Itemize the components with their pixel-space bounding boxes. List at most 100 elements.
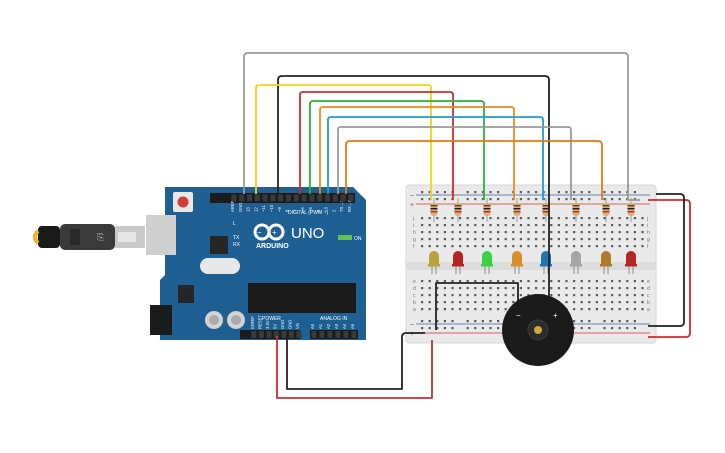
bb-hole[interactable]	[580, 245, 583, 248]
bb-hole[interactable]	[504, 294, 507, 297]
bb-hole[interactable]	[436, 287, 439, 290]
bb-hole[interactable]	[466, 245, 469, 248]
bb-hole[interactable]	[489, 224, 492, 227]
bb-hole[interactable]	[489, 231, 492, 234]
digital-pin-socket-8[interactable]	[293, 194, 299, 202]
bb-hole[interactable]	[611, 280, 614, 283]
bb-hole[interactable]	[595, 238, 598, 241]
digital-pin-socket-9[interactable]	[301, 194, 307, 202]
rail-hole[interactable]	[436, 198, 439, 201]
bb-hole[interactable]	[535, 245, 538, 248]
bb-hole[interactable]	[527, 287, 530, 290]
analog-pin-socket-4[interactable]	[343, 331, 349, 338]
bb-hole[interactable]	[588, 224, 591, 227]
bb-hole[interactable]	[497, 301, 500, 304]
rail-hole[interactable]	[611, 320, 614, 323]
rail-hole[interactable]	[573, 198, 576, 201]
bb-hole[interactable]	[633, 308, 636, 311]
analog-pin-socket-3[interactable]	[335, 331, 341, 338]
bb-hole[interactable]	[466, 217, 469, 220]
bb-hole[interactable]	[451, 217, 454, 220]
arduino-uno-board[interactable]: ON TX RX L − + UNO ARDUINO DIGITAL (PWM …	[146, 187, 366, 340]
rail-hole[interactable]	[535, 191, 538, 194]
bb-hole[interactable]	[481, 238, 484, 241]
bb-hole[interactable]	[443, 287, 446, 290]
bb-hole[interactable]	[611, 308, 614, 311]
bb-hole[interactable]	[633, 287, 636, 290]
digital-pin-socket-1[interactable]	[239, 194, 245, 202]
bb-hole[interactable]	[580, 217, 583, 220]
bb-hole[interactable]	[542, 231, 545, 234]
bb-hole[interactable]	[580, 224, 583, 227]
resistor-7[interactable]	[602, 203, 610, 216]
rail-hole[interactable]	[443, 327, 446, 330]
bb-hole[interactable]	[618, 294, 621, 297]
bb-hole[interactable]	[512, 217, 515, 220]
power-pin-socket-0[interactable]	[251, 331, 257, 338]
bb-hole[interactable]	[466, 308, 469, 311]
resistor-3[interactable]	[483, 203, 491, 216]
bb-hole[interactable]	[595, 280, 598, 283]
bb-hole[interactable]	[512, 301, 515, 304]
bb-hole[interactable]	[580, 238, 583, 241]
bb-hole[interactable]	[451, 308, 454, 311]
bb-hole[interactable]	[497, 245, 500, 248]
rail-hole[interactable]	[611, 327, 614, 330]
bb-hole[interactable]	[542, 287, 545, 290]
rail-hole[interactable]	[451, 320, 454, 323]
bb-hole[interactable]	[588, 245, 591, 248]
rail-hole[interactable]	[618, 198, 621, 201]
rail-hole[interactable]	[481, 327, 484, 330]
bb-hole[interactable]	[497, 294, 500, 297]
bb-hole[interactable]	[633, 217, 636, 220]
bb-hole[interactable]	[436, 245, 439, 248]
bb-hole[interactable]	[550, 224, 553, 227]
bb-hole[interactable]	[542, 224, 545, 227]
bb-hole[interactable]	[519, 280, 522, 283]
rail-hole[interactable]	[603, 191, 606, 194]
rail-hole[interactable]	[474, 320, 477, 323]
rail-hole[interactable]	[580, 320, 583, 323]
rail-hole[interactable]	[527, 198, 530, 201]
bb-hole[interactable]	[557, 280, 560, 283]
bb-hole[interactable]	[504, 287, 507, 290]
bb-hole[interactable]	[436, 238, 439, 241]
rail-hole[interactable]	[443, 320, 446, 323]
rail-hole[interactable]	[466, 191, 469, 194]
bb-hole[interactable]	[512, 231, 515, 234]
bb-hole[interactable]	[550, 217, 553, 220]
rail-hole[interactable]	[588, 191, 591, 194]
rail-hole[interactable]	[466, 320, 469, 323]
bb-hole[interactable]	[474, 238, 477, 241]
bb-hole[interactable]	[542, 217, 545, 220]
bb-hole[interactable]	[626, 308, 629, 311]
bb-hole[interactable]	[595, 308, 598, 311]
bb-hole[interactable]	[557, 224, 560, 227]
rail-hole[interactable]	[489, 320, 492, 323]
rail-hole[interactable]	[527, 191, 530, 194]
bb-hole[interactable]	[550, 231, 553, 234]
rail-hole[interactable]	[466, 327, 469, 330]
bb-hole[interactable]	[451, 224, 454, 227]
bb-hole[interactable]	[504, 245, 507, 248]
rail-hole[interactable]	[443, 198, 446, 201]
bb-hole[interactable]	[633, 231, 636, 234]
analog-pin-socket-0[interactable]	[311, 331, 317, 338]
bb-hole[interactable]	[459, 238, 462, 241]
rail-hole[interactable]	[489, 327, 492, 330]
rail-hole[interactable]	[611, 191, 614, 194]
bb-hole[interactable]	[641, 231, 644, 234]
rail-hole[interactable]	[481, 320, 484, 323]
bb-hole[interactable]	[573, 217, 576, 220]
bb-hole[interactable]	[595, 287, 598, 290]
bb-hole[interactable]	[481, 231, 484, 234]
bb-hole[interactable]	[527, 238, 530, 241]
bb-hole[interactable]	[611, 224, 614, 227]
bb-hole[interactable]	[428, 280, 431, 283]
bb-hole[interactable]	[565, 224, 568, 227]
bb-hole[interactable]	[618, 301, 621, 304]
rail-hole[interactable]	[428, 191, 431, 194]
rail-hole[interactable]	[633, 327, 636, 330]
bb-hole[interactable]	[573, 294, 576, 297]
bb-hole[interactable]	[474, 231, 477, 234]
